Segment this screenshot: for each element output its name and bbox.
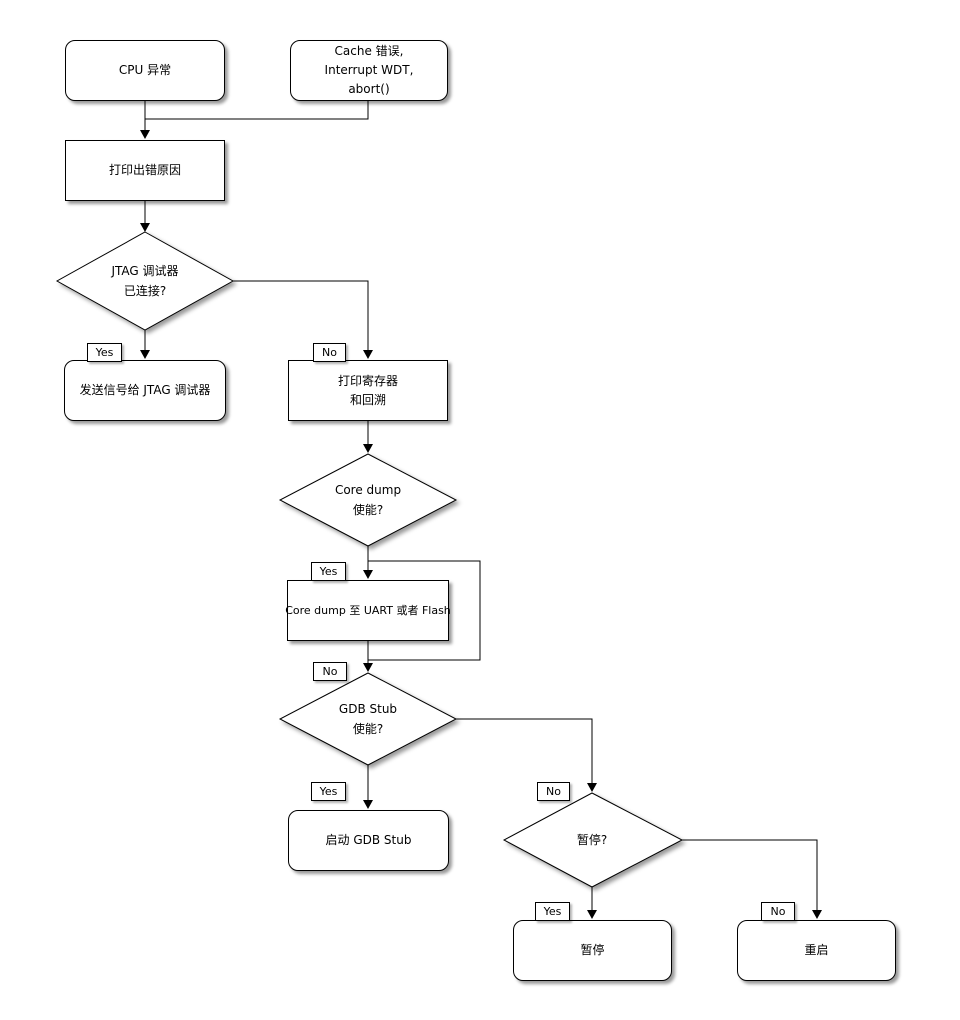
node-halt: 暂停 [513, 920, 672, 981]
node-print-reason-label: 打印出错原因 [108, 163, 181, 177]
decision-jtag-line2: 已连接? [123, 284, 167, 298]
node-signal-jtag-label: 发送信号给 JTAG 调试器 [79, 383, 211, 397]
edge-label-halt-yes: Yes [535, 902, 570, 921]
edge-label-jtag-no: No [313, 343, 346, 362]
node-start-gdbstub-label: 启动 GDB Stub [325, 833, 412, 847]
node-reboot: 重启 [737, 920, 896, 981]
node-halt-label: 暂停 [580, 943, 605, 957]
arrowhead-coredump-box [363, 570, 373, 579]
decision-coredump-enabled-label: Core dump 使能? [298, 480, 438, 520]
node-cache-error-line2: Interrupt WDT, [324, 63, 414, 77]
edge-label-coredump-no: No [313, 662, 347, 681]
arrowhead-halt-decision [587, 783, 597, 792]
edge-jtag-no [233, 280, 369, 352]
node-cache-error-line1: Cache 错误, [334, 44, 404, 58]
edge-cache-join [145, 100, 369, 120]
decision-halt-shape [502, 792, 684, 888]
edge-coredump-no-bypass [368, 560, 481, 661]
arrowhead-gdbstub-decision [363, 663, 373, 672]
node-coredump-uart-flash: Core dump 至 UART 或者 Flash [285, 580, 451, 641]
node-print-reason: 打印出错原因 [65, 140, 225, 201]
arrowhead-halt-box [587, 910, 597, 919]
decision-jtag-line1: JTAG 调试器 [111, 264, 179, 278]
node-print-registers-line1: 打印寄存器 [337, 373, 398, 388]
node-coredump-uart-flash-label: Core dump 至 UART 或者 Flash [285, 604, 451, 617]
node-print-registers-line2: 和回溯 [349, 392, 386, 407]
decision-gdbstub-line1: GDB Stub [338, 702, 398, 716]
decision-coredump-enabled-shape [278, 453, 458, 547]
decision-gdbstub-enabled-label: GDB Stub 使能? [298, 699, 438, 739]
node-cache-error-line3: abort() [348, 82, 390, 96]
decision-jtag-connected-label: JTAG 调试器 已连接? [75, 261, 215, 301]
arrowhead-reboot-box [812, 910, 822, 919]
decision-coredump-line1: Core dump [334, 483, 402, 497]
node-reboot-label: 重启 [804, 943, 829, 957]
decision-jtag-connected-shape [55, 231, 235, 331]
node-cpu-exception: CPU 异常 [65, 40, 225, 101]
node-cpu-exception-label: CPU 异常 [118, 63, 172, 77]
edge-label-coredump-yes: Yes [311, 562, 346, 581]
edge-label-halt-no: No [761, 902, 795, 921]
node-start-gdbstub: 启动 GDB Stub [288, 810, 449, 871]
arrowhead-jtag-decision [140, 223, 150, 232]
decision-gdbstub-enabled-shape [278, 672, 458, 766]
decision-coredump-line2: 使能? [352, 503, 384, 517]
arrowhead-print-reason [140, 130, 150, 139]
node-signal-jtag: 发送信号给 JTAG 调试器 [64, 360, 226, 421]
arrowhead-signal-jtag [140, 350, 150, 359]
edge-gdbstub-no [456, 718, 593, 785]
arrowhead-start-gdbstub [363, 800, 373, 809]
decision-halt-label: 暂停? [576, 833, 608, 847]
edge-label-gdbstub-no: No [537, 782, 570, 801]
edge-label-jtag-yes: Yes [87, 343, 122, 362]
arrowhead-coredump-decision [363, 444, 373, 453]
node-print-registers: 打印寄存器 和回溯 [288, 360, 448, 421]
decision-gdbstub-line2: 使能? [352, 722, 384, 736]
edge-halt-no [682, 839, 818, 912]
edge-label-gdbstub-yes: Yes [311, 782, 346, 801]
arrowhead-print-registers [363, 350, 373, 359]
node-cache-error: Cache 错误, Interrupt WDT, abort() [290, 40, 448, 101]
